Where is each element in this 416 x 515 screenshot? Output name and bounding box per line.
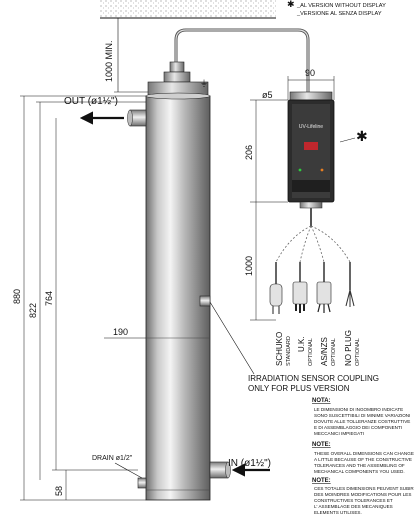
plug-1-sub: STANDARD (286, 336, 292, 366)
plug-1-name: SCHUKO (275, 332, 284, 366)
sensor-label-2: ONLY FOR PLUS VERSION (248, 384, 350, 393)
plug-3-sub: OPTIONAL (331, 338, 337, 366)
note-2-heading: NOTE: (312, 442, 331, 448)
plug-asnzs (316, 262, 332, 313)
legend-line-1: _AL VERSION WITHOUT DISPLAY (296, 3, 386, 9)
uv-chamber (145, 92, 211, 501)
note-line: MECCANICI IMPIEGATI (314, 431, 364, 436)
brand-label: UV-Lifeline (299, 124, 323, 130)
plug-4-sub: OPTIONAL (355, 338, 361, 366)
cable-length-label: 1000 (244, 256, 254, 276)
legend-line-2: _VERSIONE AL SENZA DISPLAY (296, 11, 382, 17)
inlet-pipe (209, 461, 231, 479)
ceiling (100, 0, 276, 19)
vertical-dimensions (20, 95, 146, 501)
body-height-label: 822 (28, 303, 38, 318)
bottom-height-label: 58 (54, 486, 64, 496)
note-line: E DI ASSEMBLAGGIO DEI COMPONENTI (314, 425, 402, 430)
sensor-label-1: IRRADIATION SENSOR COUPLING (248, 374, 379, 383)
note-line: DES MOINDRES MODIFICATIONS POUR LES (314, 492, 411, 497)
legend: ✱ _AL VERSION WITHOUT DISPLAY _VERSIONE … (287, 0, 386, 17)
plug-2-sub: OPTIONAL (308, 338, 314, 366)
box-star-icon: ✱ (356, 128, 368, 144)
plug-none (345, 262, 355, 307)
note-line: THESE OVERALL DIMENSIONS CAN CHANGE (314, 451, 414, 456)
note-line: ELEMENTS UTILISES. (314, 510, 362, 515)
drain-pipe (137, 477, 147, 489)
sensor-height-label: 190 (113, 327, 128, 337)
legend-star-icon: ✱ (287, 0, 295, 9)
box-height-label: 206 (244, 145, 254, 160)
note-line: LE DIMENSIONI DI INGOMBRO INDICATE (314, 407, 403, 412)
plug-3-name: AS/NZS (320, 337, 329, 366)
plug-schuko (269, 262, 283, 314)
ground-icon: ⏚ (200, 79, 208, 88)
plug-4-name: NO PLUG (344, 330, 353, 366)
note-line: CES TOTALES DIMENSIONS PEUVENT SUBIR (314, 486, 414, 491)
cable-dia-label: ø5 (262, 90, 273, 100)
note-line: TOLERANCES AND THE ASSEMBLING OF (314, 463, 405, 468)
drain-label: DRAIN ø1/2" (92, 455, 133, 462)
note-line: L' ASSEMBLAGE DES MECANIQUES (314, 504, 393, 509)
plug-leads (275, 225, 351, 263)
notes: NOTA: LE DIMENSIONI DI INGOMBRO INDICATE… (312, 398, 414, 515)
note-line: DOVUTE ALLE TOLLERANZE COSTRUTTIVE (314, 419, 410, 424)
lamp-cap: ⏚ (147, 61, 209, 97)
inlet-outlet-label: 764 (44, 291, 54, 306)
box-width-label: 90 (305, 68, 315, 78)
inlet-label: IN (ø1½") (228, 458, 271, 469)
sensor-coupling (199, 295, 211, 307)
note-1-heading: NOTA: (312, 398, 331, 404)
overall-height-label: 880 (12, 289, 22, 304)
outlet-label: OUT (ø1½") (64, 96, 118, 107)
plug-uk (292, 262, 308, 313)
min-clearance-dimension: 1000 MIN. (104, 18, 150, 93)
plug-2-name: U.K. (297, 336, 306, 352)
note-line: A LITTLE BECAUSE OF THE CONSTRUCTIVE (314, 457, 412, 462)
note-line: SONO SUSCETTIBILI DI MINIME VARIAZIONI (314, 413, 410, 418)
note-line: CONSTRUCTIVES TOLERANCES ET (314, 498, 393, 503)
min-clearance-label: 1000 MIN. (104, 40, 114, 82)
control-box: UV-Lifeline (287, 91, 335, 209)
note-3-heading: NOTE: (312, 478, 331, 484)
display (304, 142, 318, 150)
box-dimensions (250, 76, 335, 321)
note-line: MECHANICAL COMPONENTS YOU USED. (314, 469, 405, 474)
outlet-pipe (127, 109, 147, 127)
